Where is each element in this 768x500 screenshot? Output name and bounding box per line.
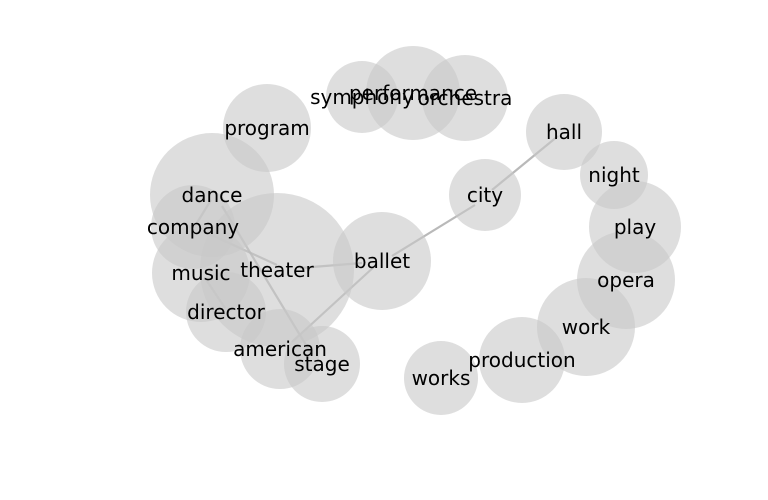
node-label-play: play: [614, 215, 657, 239]
node-layer: [150, 46, 681, 415]
node-city: [449, 159, 521, 231]
node-label-music: music: [171, 261, 230, 285]
node-label-production: production: [468, 348, 575, 372]
node-label-program: program: [224, 116, 309, 140]
node-symphony: [326, 61, 398, 133]
node-works: [404, 341, 478, 415]
node-label-orchestra: orchestra: [418, 86, 513, 110]
node-ballet: [333, 212, 431, 310]
node-label-night: night: [588, 163, 640, 187]
node-orchestra: [422, 55, 508, 141]
node-label-performance: performance: [349, 81, 477, 105]
node-label-symphony: symphony: [310, 85, 414, 109]
node-label-hall: hall: [546, 120, 582, 144]
node-label-american: american: [233, 337, 327, 361]
node-stage: [284, 326, 360, 402]
node-hall: [526, 94, 602, 170]
node-label-city: city: [467, 183, 503, 207]
node-label-dance: dance: [182, 183, 243, 207]
node-production: [479, 317, 565, 403]
node-label-theater: theater: [240, 258, 314, 282]
node-label-work: work: [562, 315, 611, 339]
node-label-ballet: ballet: [354, 249, 410, 273]
node-label-stage: stage: [294, 352, 350, 376]
node-label-opera: opera: [597, 268, 655, 292]
node-label-director: director: [187, 300, 265, 324]
node-label-works: works: [412, 366, 471, 390]
node-label-company: company: [147, 215, 239, 239]
